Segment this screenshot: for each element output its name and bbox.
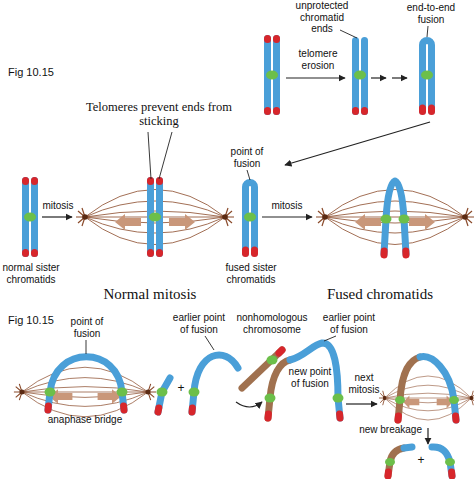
telomere-erosion-sequence	[340, 30, 357, 38]
second-anaphase-bridge	[395, 416, 402, 420]
broken-chromatids	[157, 336, 239, 412]
broken-chromatids	[192, 355, 238, 412]
stage-label: normal sister chromatids	[0, 262, 62, 285]
second-anaphase-bridge	[398, 357, 420, 420]
normal-mitosis	[159, 132, 172, 179]
anaphase-bridge	[45, 388, 56, 397]
plus-sign: +	[414, 454, 428, 468]
callout-label: nonhomologous chromosome	[232, 312, 312, 335]
anaphase-bridge	[45, 406, 52, 410]
second-anaphase-bridge	[449, 396, 459, 404]
fused-mitosis	[316, 190, 474, 245]
panel-caption: Normal mitosis	[70, 286, 230, 303]
fused-mitosis	[244, 183, 256, 254]
callout-label: point of fusion	[222, 146, 272, 169]
broken-chromatids	[189, 388, 200, 397]
anaphase-bridge	[14, 340, 156, 417]
arrow-label: next mitosis	[344, 372, 384, 395]
callout-label: earlier point of fusion	[168, 312, 230, 335]
stage-label: fused sister chromatids	[220, 262, 282, 285]
fused-mitosis	[402, 251, 409, 255]
fused-mitosis	[381, 215, 392, 224]
normal-mitosis	[22, 132, 234, 257]
new-breakage-pieces	[385, 472, 392, 476]
plus-sign: +	[174, 382, 188, 396]
stage-label: new breakage	[356, 424, 422, 436]
panel-caption: Fused chromatids	[300, 286, 460, 303]
nonhomologous-chromosome-symbol	[267, 356, 278, 365]
new-fused-chromosome	[324, 336, 336, 341]
anaphase-bridge	[120, 406, 127, 410]
normal-mitosis	[147, 177, 163, 257]
callout-label: unprotected chromatid ends	[290, 0, 354, 35]
anaphase-bridge	[14, 367, 156, 417]
telomere-erosion-sequence	[264, 26, 433, 165]
new-breakage-pieces	[385, 458, 395, 466]
fused-mitosis	[262, 216, 312, 217]
new-breakage-pieces	[385, 447, 455, 476]
telomere-erosion-sequence	[371, 77, 386, 78]
second-anaphase-bridge	[452, 416, 459, 420]
normal-mitosis	[148, 132, 151, 179]
broken-chromatids	[157, 388, 168, 397]
arrow-label: telomere erosion	[292, 48, 344, 71]
stage-label: anaphase bridge	[35, 414, 135, 426]
second-anaphase-bridge	[395, 396, 405, 404]
new-breakage-pieces	[445, 458, 455, 466]
anaphase-bridge	[117, 388, 128, 397]
anaphase-bridge	[86, 340, 87, 354]
telomere-erosion-sequence	[392, 77, 407, 78]
telomere-erosion-sequence	[264, 35, 280, 115]
figure-number: Fig 10.15	[8, 66, 78, 79]
new-fused-chromosome	[346, 403, 377, 404]
new-breakage-pieces	[448, 472, 455, 476]
nonhomologous-chromosome-symbol	[236, 402, 262, 407]
new-fused-chromosome	[265, 414, 272, 418]
normal-mitosis	[42, 216, 72, 217]
arrow-label: mitosis	[36, 200, 80, 212]
fused-mitosis	[244, 170, 474, 255]
callout-label: end-to-end fusion	[398, 2, 464, 25]
new-fused-chromosome	[336, 414, 343, 418]
callout-label: earlier point of fusion	[318, 312, 380, 335]
fused-mitosis	[399, 215, 410, 224]
arrow-label: mitosis	[265, 200, 309, 212]
telomere-erosion-sequence	[421, 41, 433, 112]
normal-mitosis	[22, 177, 38, 257]
broken-chromatids	[189, 408, 196, 412]
telomere-erosion-sequence	[286, 77, 345, 78]
new-fused-chromosome	[333, 394, 344, 403]
new-fused-chromosome	[268, 360, 290, 418]
callout-label: point of fusion	[62, 316, 112, 339]
fused-mitosis	[381, 251, 388, 255]
telomere-erosion-sequence	[427, 26, 428, 37]
second-anaphase-bridge	[420, 357, 456, 420]
broken-chromatids	[205, 336, 214, 350]
new-fused-chromosome	[265, 394, 276, 403]
figure-number: Fig 10.15	[8, 314, 78, 327]
telomere-erosion-sequence	[285, 122, 430, 165]
anaphase-bridge	[48, 357, 124, 410]
second-anaphase-bridge	[379, 376, 474, 420]
nonhomologous-chromosome-symbol	[279, 350, 282, 353]
telomere-erosion-sequence	[352, 37, 368, 115]
fused-mitosis	[247, 170, 250, 180]
new-breakage-pieces	[404, 447, 412, 448]
callout-label: Telomeres prevent ends from sticking	[84, 100, 234, 129]
callout-label: new point of fusion	[286, 366, 334, 389]
broken-chromatids	[155, 408, 163, 412]
second-anaphase-bridge	[427, 428, 428, 444]
